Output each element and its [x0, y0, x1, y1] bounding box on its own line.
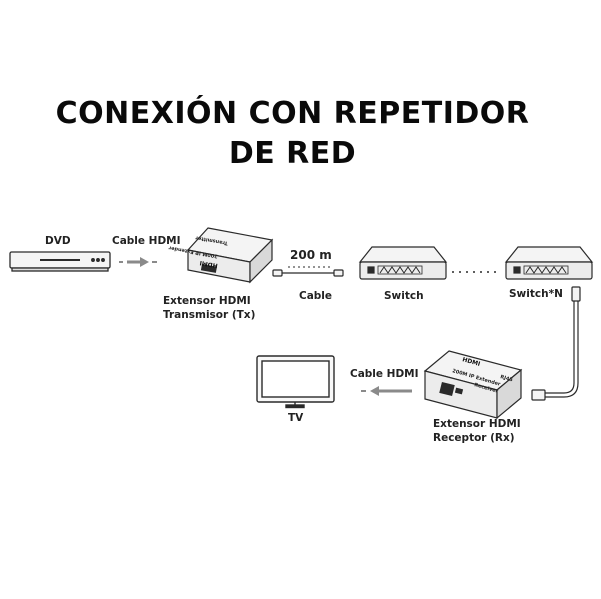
- tx-label-line1: Extensor HDMI: [163, 295, 251, 307]
- rx-brand-text: HDMI: [461, 356, 480, 368]
- switch-label: Switch: [384, 290, 424, 302]
- tx-label-line2: Transmisor (Tx): [163, 309, 256, 321]
- tx-top-text: Transmitter: [194, 234, 228, 246]
- rx-label-line2: Receptor (Rx): [433, 432, 515, 444]
- dvd-player: [9, 251, 111, 272]
- cable-hdmi-out-label: Cable HDMI: [350, 368, 419, 380]
- diagram-title-line1: CONEXIÓN CON REPETIDOR: [55, 96, 530, 131]
- dvd-label: DVD: [45, 235, 71, 247]
- switch-device: [358, 246, 448, 280]
- rx-label-line1: Extensor HDMI: [433, 418, 521, 430]
- tv-monitor: [256, 355, 335, 409]
- hdmi-arrow-in: [119, 257, 157, 267]
- cable-hdmi-in-label: Cable HDMI: [112, 235, 181, 247]
- rx-cable: [531, 286, 581, 401]
- tx-brand-text: HDMI: [199, 259, 218, 269]
- network-cable: [272, 269, 344, 277]
- receiver-device: [423, 350, 523, 420]
- transmitter-device: [186, 227, 274, 284]
- switch-n-label: Switch*N: [509, 288, 563, 300]
- tv-label: TV: [288, 412, 304, 424]
- cable-label: Cable: [299, 290, 333, 302]
- switch-n-device: [504, 246, 594, 280]
- distance-label: 200 m: [290, 248, 332, 262]
- rx-port-text: RJ45: [499, 374, 513, 383]
- hdmi-arrow-out: [361, 386, 412, 396]
- diagram-title-line2: DE RED: [228, 136, 357, 171]
